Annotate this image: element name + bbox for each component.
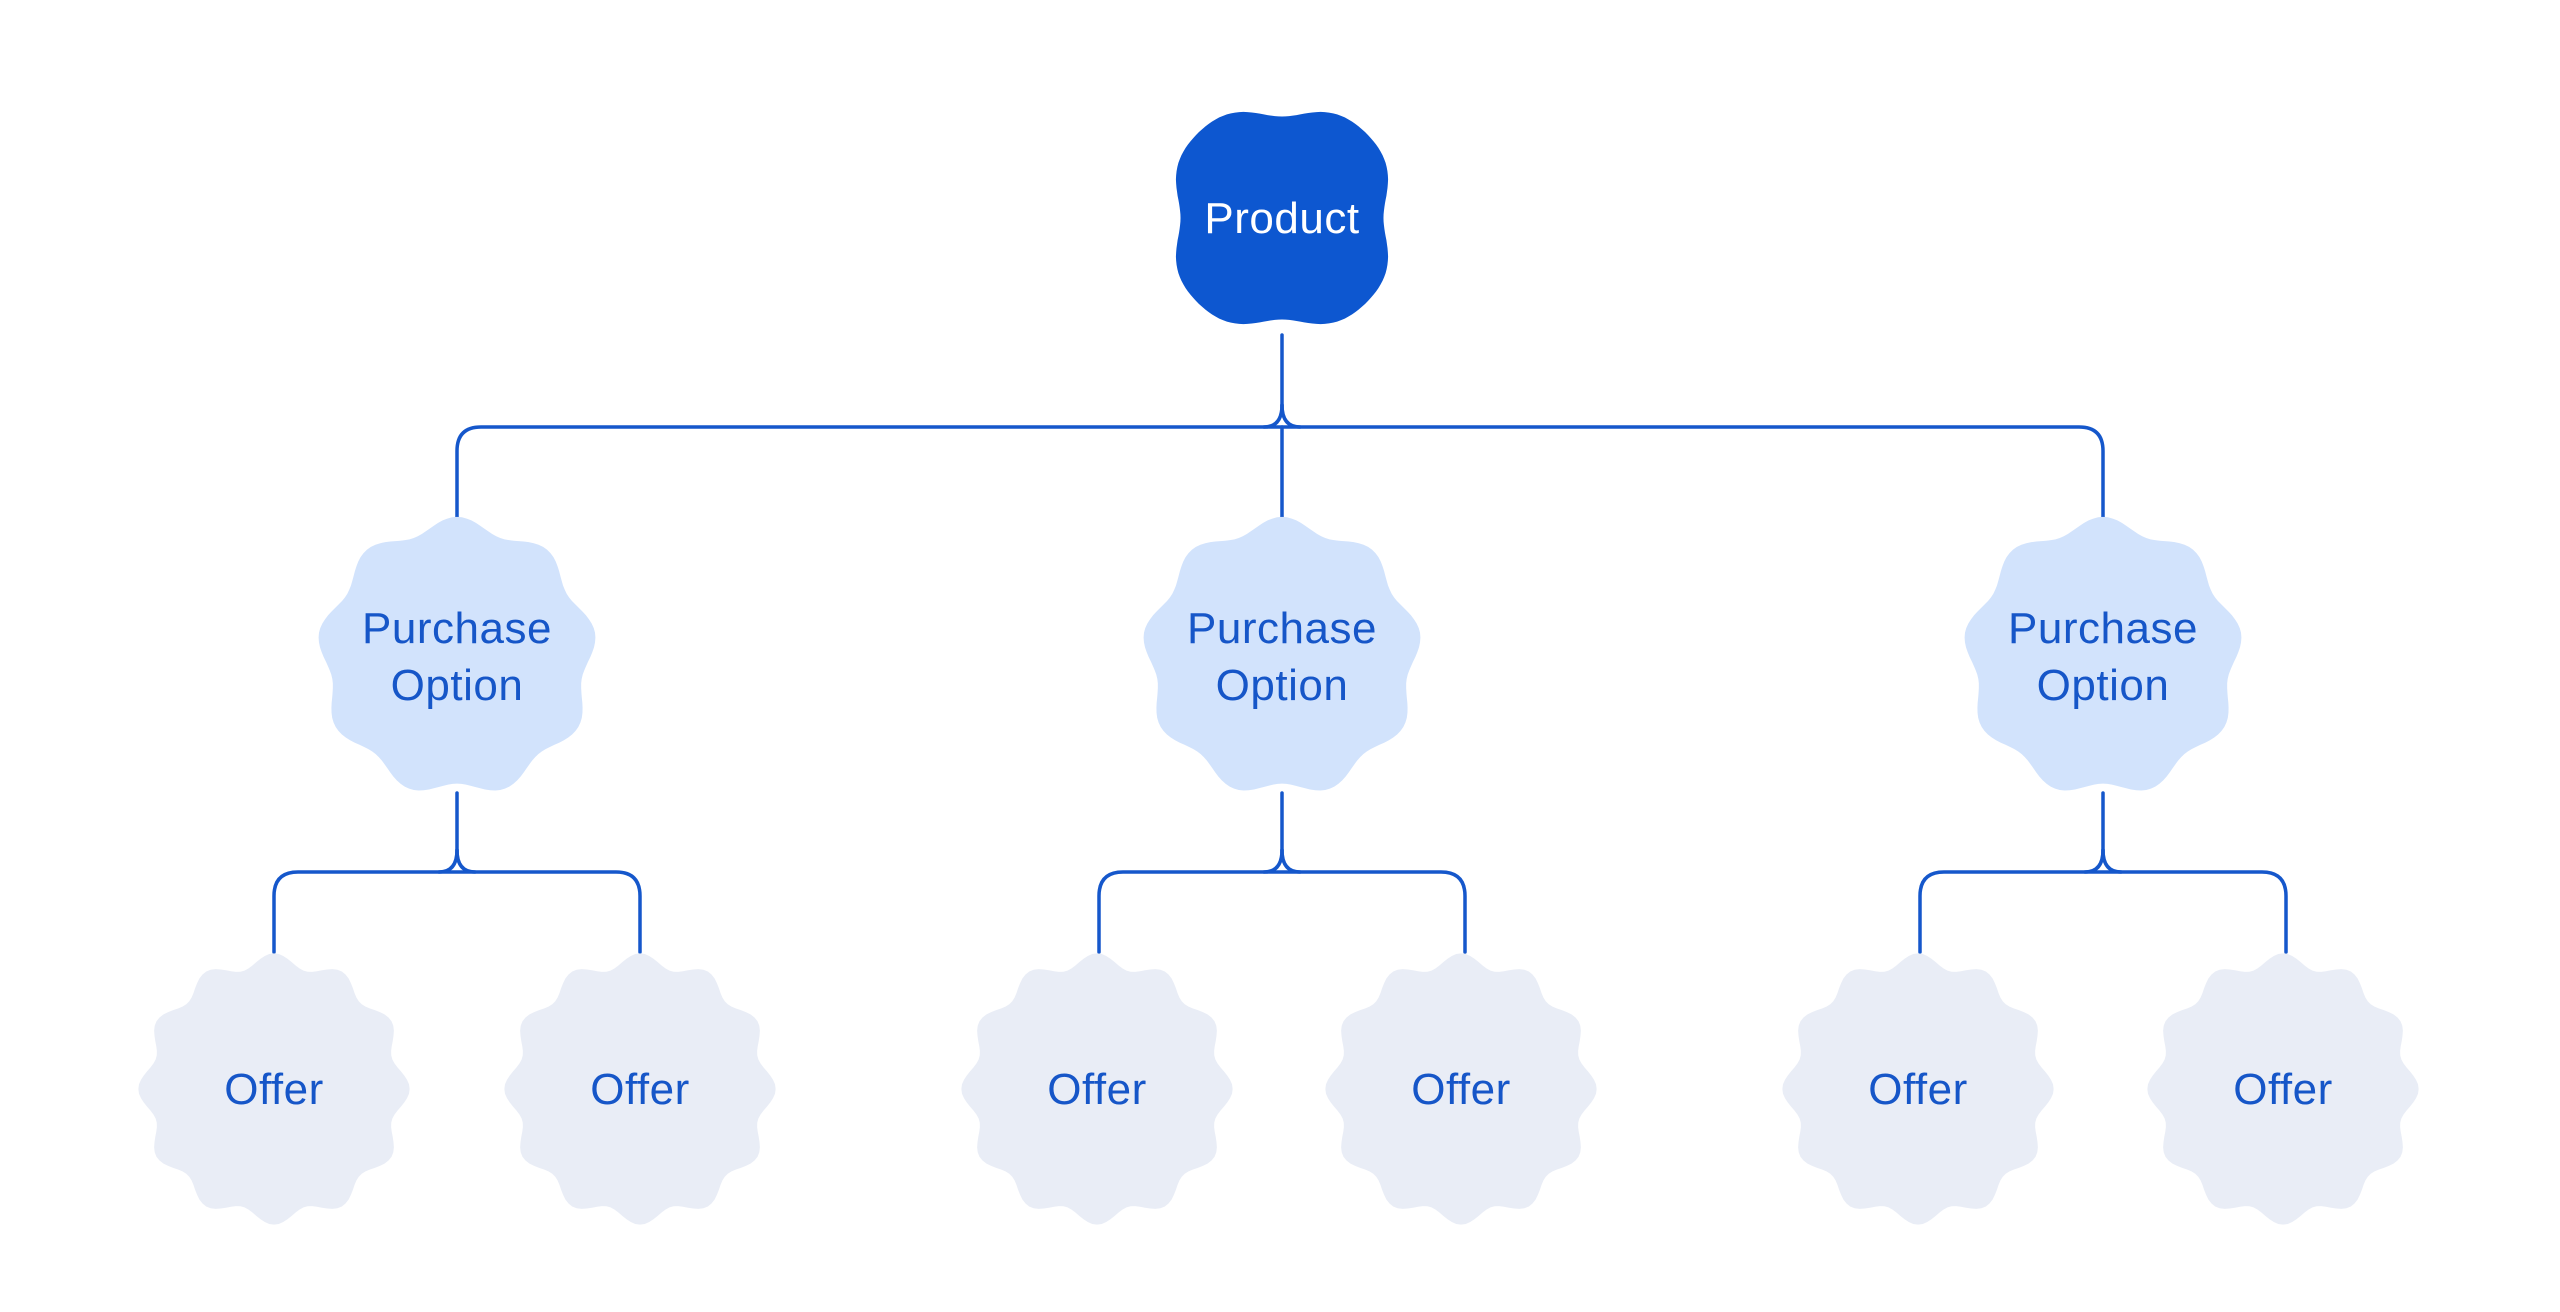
node-offer-2-2-label: Offer [1411, 1064, 1511, 1114]
purchase-option-blob-shape [312, 512, 602, 802]
node-purchase-option-1-label: Purchase Option [362, 604, 552, 710]
connector-root-to-purchase-options [455, 333, 2105, 522]
offer-blob-shape [2143, 949, 2423, 1229]
node-offer-2-1-label: Offer [1047, 1064, 1147, 1114]
node-offer-2-1: Offer [957, 949, 1237, 1229]
node-product: Product [1150, 92, 1414, 344]
offer-blob-shape [957, 949, 1237, 1229]
node-offer-3-1-label: Offer [1868, 1064, 1968, 1114]
purchase-option-blob-shape [1137, 512, 1427, 802]
node-offer-1-2: Offer [500, 949, 780, 1229]
offer-blob-shape [1321, 949, 1601, 1229]
node-offer-1-1: Offer [134, 949, 414, 1229]
node-offer-3-1: Offer [1778, 949, 2058, 1229]
node-purchase-option-2: Purchase Option [1137, 512, 1427, 802]
offer-blob-shape [134, 949, 414, 1229]
connector-purchase-3-to-offers [1918, 791, 2288, 954]
purchase-option-blob-shape [1958, 512, 2248, 802]
node-offer-1-1-label: Offer [224, 1064, 324, 1114]
node-purchase-option-3: Purchase Option [1958, 512, 2248, 802]
node-product-label: Product [1204, 193, 1360, 243]
offer-blob-shape [500, 949, 780, 1229]
node-offer-3-2-label: Offer [2233, 1064, 2333, 1114]
connector-purchase-2-to-offers [1097, 791, 1467, 954]
node-offer-3-2: Offer [2143, 949, 2423, 1229]
node-offer-1-2-label: Offer [590, 1064, 690, 1114]
offer-blob-shape [1778, 949, 2058, 1229]
product-blob-shape [1150, 92, 1414, 344]
connector-purchase-1-to-offers [272, 791, 642, 954]
node-purchase-option-2-label: Purchase Option [1187, 604, 1377, 710]
node-purchase-option-1: Purchase Option [312, 512, 602, 802]
node-offer-2-2: Offer [1321, 949, 1601, 1229]
node-purchase-option-3-label: Purchase Option [2008, 604, 2198, 710]
